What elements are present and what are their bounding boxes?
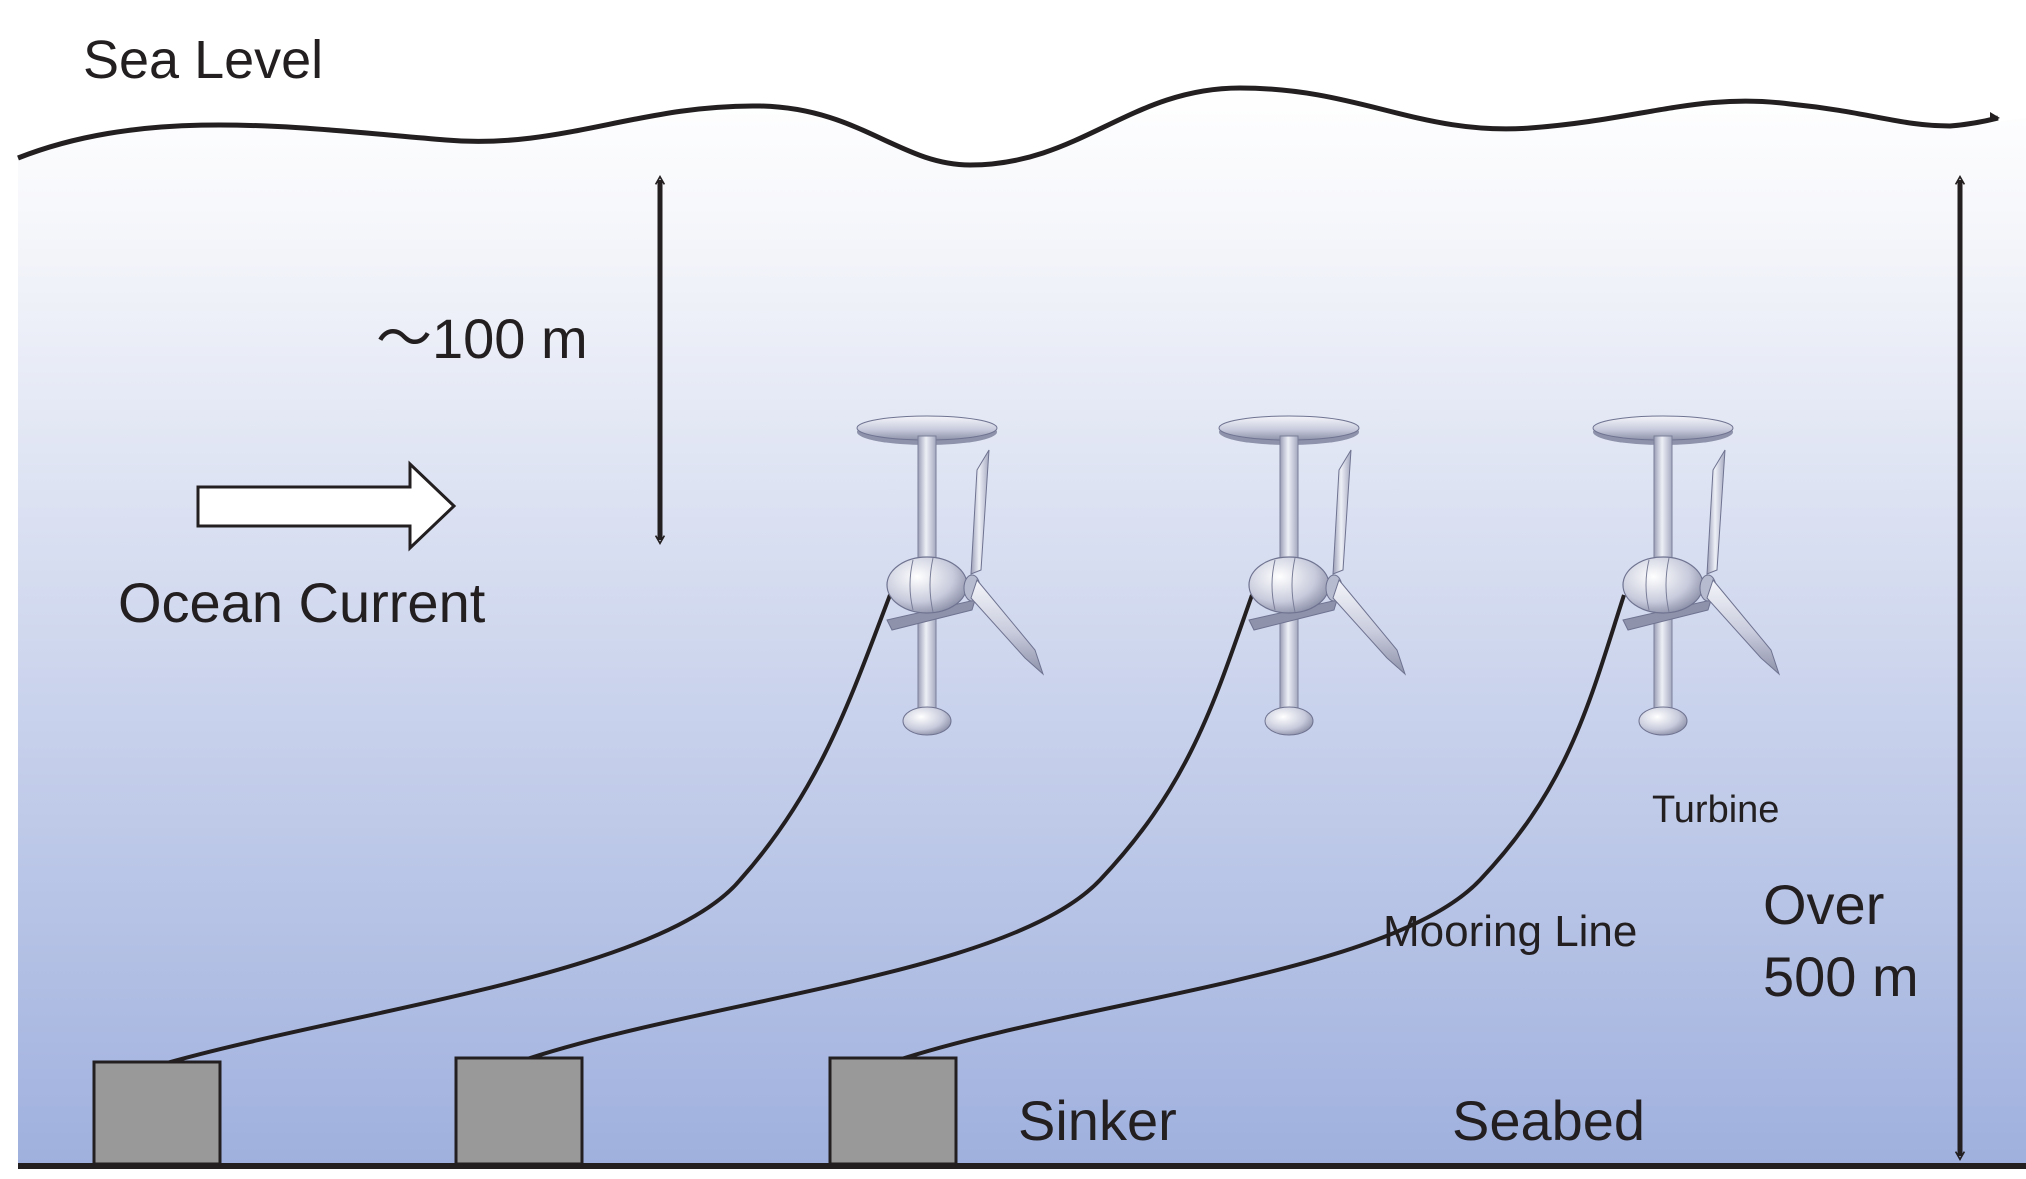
water-body: [18, 88, 2026, 1168]
sinker-block-3: [828, 1056, 958, 1166]
sea-surface-tip: [1990, 112, 2000, 122]
sea-level-label: Sea Level: [83, 30, 323, 90]
seabed-label: Seabed: [1452, 1089, 1645, 1152]
ocean-current-label: Ocean Current: [118, 571, 486, 634]
mooring-line-1: [155, 594, 892, 1068]
mooring-line-label: Mooring Line: [1383, 907, 1637, 956]
depth-500m-label-line1: Over: [1763, 873, 1884, 936]
depth-100m-label: ～100 m: [376, 307, 588, 370]
sinker-block-2: [454, 1056, 584, 1166]
turbine-label: Turbine: [1652, 789, 1779, 831]
sinker-label: Sinker: [1018, 1089, 1177, 1152]
sea-surface-line: [17, 85, 1999, 168]
mooring-line-2: [517, 594, 1254, 1064]
depth-500m-label-line2: 500 m: [1763, 945, 1919, 1008]
sinker-block-1: [92, 1060, 222, 1166]
ocean-current-arrow: [196, 460, 457, 552]
mooring-line-3: [891, 594, 1626, 1064]
